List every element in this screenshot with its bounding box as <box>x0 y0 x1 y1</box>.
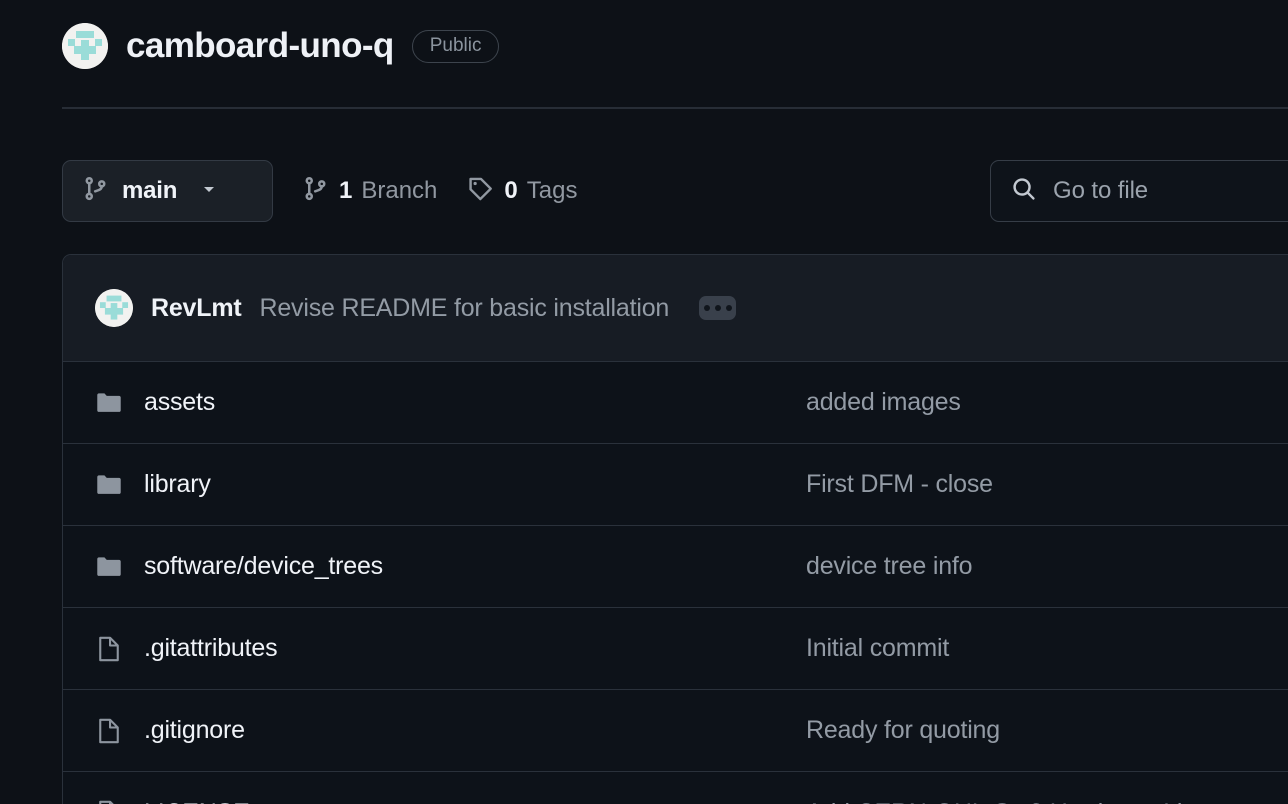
file-icon <box>95 635 125 663</box>
search-placeholder: Go to file <box>1053 177 1149 204</box>
ellipsis-dot <box>714 305 721 311</box>
git-branch-icon <box>303 176 328 206</box>
ellipsis-icon[interactable] <box>699 296 737 320</box>
search-input[interactable]: Go to file <box>990 160 1288 222</box>
file-commit-message[interactable]: added images <box>806 388 961 416</box>
search-icon <box>1011 176 1037 207</box>
branch-count-link[interactable]: 1 Branch <box>303 176 437 206</box>
file-name-link[interactable]: library <box>144 470 211 498</box>
commit-author-name[interactable]: RevLmt <box>151 293 242 322</box>
tag-count-label: Tags <box>526 177 578 204</box>
table-row[interactable]: .gitignore Ready for quoting <box>63 690 1288 772</box>
table-row[interactable]: library First DFM - close <box>63 444 1288 526</box>
table-row[interactable]: software/device_trees device tree info <box>63 526 1288 608</box>
file-icon <box>95 717 125 745</box>
file-name-link[interactable]: .gitignore <box>144 716 245 744</box>
folder-icon <box>95 553 125 581</box>
ellipsis-dot <box>703 305 710 311</box>
tag-count: 0 <box>504 177 518 204</box>
branch-name-label: main <box>122 177 178 204</box>
status-badge: Public <box>411 29 500 63</box>
file-commit-message[interactable]: Add CERN-OHL-S v2 Hardware License <box>806 799 1248 804</box>
repository-header: camboard-uno-q Public <box>0 0 1288 92</box>
page-title[interactable]: camboard-uno-q <box>126 26 394 65</box>
file-commit-message[interactable]: First DFM - close <box>806 470 993 498</box>
file-name-link[interactable]: assets <box>144 388 216 416</box>
branch-count: 1 <box>339 177 353 204</box>
header-divider <box>62 107 1288 109</box>
file-name-link[interactable]: LICENSE.txt <box>144 799 806 804</box>
repository-toolbar: main 1 Branch <box>62 160 1288 222</box>
tag-count-link[interactable]: 0 Tags <box>467 176 577 207</box>
latest-commit-bar: RevLmt Revise README for basic installat… <box>63 255 1288 362</box>
tag-icon <box>467 176 493 207</box>
file-commit-message[interactable]: device tree info <box>806 552 973 580</box>
folder-icon <box>95 389 125 417</box>
table-row[interactable]: assets added images <box>63 362 1288 444</box>
file-icon <box>95 799 125 804</box>
commit-author-avatar-icon[interactable] <box>95 289 133 327</box>
git-branch-icon <box>83 176 108 206</box>
chevron-down-icon <box>201 181 217 202</box>
file-name-link[interactable]: .gitattributes <box>144 634 278 662</box>
file-commit-message[interactable]: Ready for quoting <box>806 716 1000 744</box>
commit-message[interactable]: Revise README for basic installation <box>259 293 670 322</box>
file-name-link[interactable]: software/device_trees <box>144 552 383 580</box>
file-row-list: assets added images library First DFM - clo… <box>63 362 1288 804</box>
folder-icon <box>95 471 125 499</box>
repo-owner-avatar-icon <box>62 23 108 69</box>
branch-count-label: Branch <box>361 177 438 204</box>
ellipsis-dot <box>725 305 732 311</box>
table-row[interactable]: LICENSE.txtAdd CERN-OHL-S v2 Hardware Li… <box>63 772 1288 804</box>
file-table: RevLmt Revise README for basic installat… <box>62 254 1288 804</box>
branch-selector[interactable]: main <box>62 160 273 222</box>
file-commit-message[interactable]: Initial commit <box>806 634 950 662</box>
table-row[interactable]: .gitattributes Initial commit <box>63 608 1288 690</box>
